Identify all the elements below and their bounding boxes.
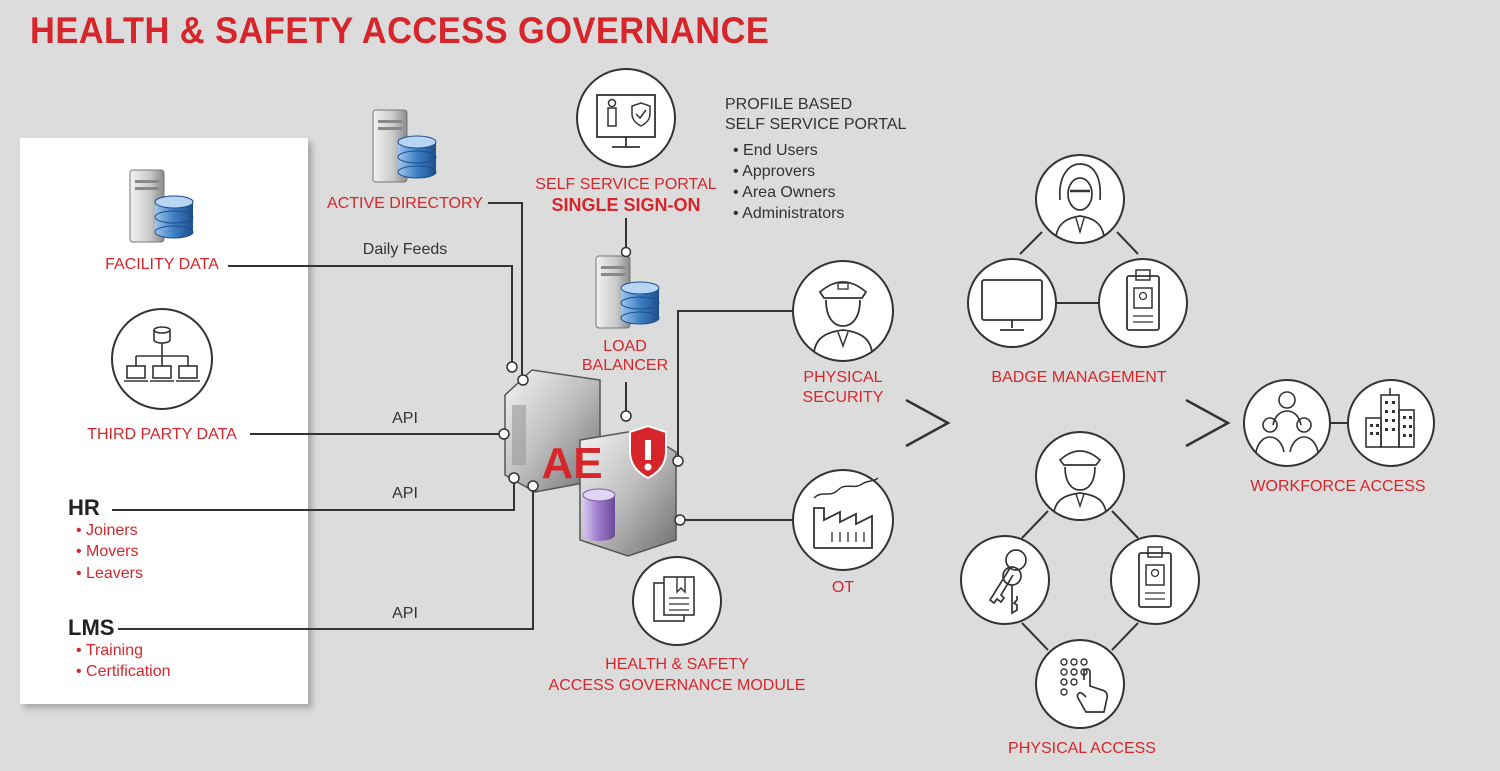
keypad-icon xyxy=(1035,639,1125,729)
lms-item-text: Training xyxy=(85,642,143,659)
lms-item: • Training xyxy=(76,642,143,659)
line-access-2 xyxy=(1111,510,1139,539)
line-access-4 xyxy=(1111,622,1139,651)
badge-management-label: BADGE MANAGEMENT xyxy=(991,369,1167,386)
active-directory-label: ACTIVE DIRECTORY xyxy=(327,195,483,212)
network-icon xyxy=(111,308,213,410)
load-balancer-label-2: BALANCER xyxy=(581,357,669,374)
line-core-security xyxy=(677,310,793,461)
id-badge-icon xyxy=(1110,535,1200,625)
security-guard-icon xyxy=(1035,431,1125,521)
ae-logo: AE xyxy=(541,439,602,488)
user-woman-icon xyxy=(1035,154,1125,244)
load-balancer-label-1: LOAD xyxy=(603,338,647,355)
connector-lines xyxy=(112,202,1349,651)
module-label-2: ACCESS GOVERNANCE MODULE xyxy=(548,677,806,694)
server-database-icon xyxy=(129,169,194,243)
api-label-lms: API xyxy=(392,605,418,622)
line-access-1 xyxy=(1021,510,1049,539)
lms-item-text: Certification xyxy=(86,663,171,680)
profile-portal-item: • Approvers xyxy=(733,163,816,180)
warning-shield-icon xyxy=(629,424,667,480)
buildings-icon xyxy=(1347,379,1435,467)
profile-portal-item-text: End Users xyxy=(743,142,818,159)
chevron-right-icon xyxy=(1185,398,1231,448)
connection-nodes xyxy=(498,361,686,526)
workforce-access-label: WORKFORCE ACCESS xyxy=(1250,478,1426,495)
page-title: HEALTH & SAFETY ACCESS GOVERNANCE xyxy=(30,10,770,51)
hr-item-text: Joiners xyxy=(86,522,138,539)
hr-item: • Leavers xyxy=(76,565,143,582)
portal-label: SELF SERVICE PORTAL xyxy=(535,176,717,193)
ae-logo-text: AE xyxy=(541,439,602,488)
line-badge-2 xyxy=(1116,231,1139,255)
profile-portal-title: PROFILE BASED xyxy=(725,96,853,113)
profile-portal-item: • Administrators xyxy=(733,205,845,222)
line-access-3 xyxy=(1021,622,1049,651)
line-lms xyxy=(118,486,534,630)
profile-portal-item: • Area Owners xyxy=(733,184,836,201)
monitor-icon xyxy=(967,258,1057,348)
line-badge-1 xyxy=(1019,231,1043,255)
server-database-icon xyxy=(372,109,437,183)
profile-portal-subtitle: SELF SERVICE PORTAL xyxy=(725,116,907,133)
line-facility xyxy=(228,265,513,367)
profile-portal-item-text: Administrators xyxy=(742,205,845,222)
line-hr xyxy=(112,478,515,511)
hr-item-text: Movers xyxy=(86,543,139,560)
hr-item: • Joiners xyxy=(76,522,138,539)
lms-item: • Certification xyxy=(76,663,171,680)
people-group-icon xyxy=(1243,379,1331,467)
chevron-arrows xyxy=(905,398,1231,448)
purple-database-icon xyxy=(582,488,616,541)
keys-icon xyxy=(960,535,1050,625)
factory-icon xyxy=(792,469,894,571)
module-label-1: HEALTH & SAFETY xyxy=(605,656,749,673)
profile-portal-item: • End Users xyxy=(733,142,818,159)
api-label-third-party: API xyxy=(392,410,418,427)
portal-monitor-icon xyxy=(576,68,676,168)
security-guard-icon xyxy=(792,260,894,362)
api-label-hr: API xyxy=(392,485,418,502)
profile-portal-item-text: Area Owners xyxy=(742,184,836,201)
daily-feeds-label: Daily Feeds xyxy=(362,241,448,258)
hr-item: • Movers xyxy=(76,543,139,560)
facility-data-label: FACILITY DATA xyxy=(105,256,219,273)
profile-portal-item-text: Approvers xyxy=(742,163,816,180)
core-server-icon: AE xyxy=(498,361,686,557)
load-balancer-server-icon xyxy=(595,255,660,329)
line-active-directory xyxy=(488,202,523,380)
physical-security-label-1: PHYSICAL xyxy=(803,369,883,386)
id-badge-icon xyxy=(1098,258,1188,348)
hr-item-text: Leavers xyxy=(86,565,143,582)
chevron-right-icon xyxy=(905,398,951,448)
documents-icon xyxy=(632,556,722,646)
sso-label: SINGLE SIGN-ON xyxy=(551,195,701,215)
third-party-data-label: THIRD PARTY DATA xyxy=(87,426,237,443)
physical-security-label-2: SECURITY xyxy=(802,389,884,406)
physical-access-label: PHYSICAL ACCESS xyxy=(1008,740,1156,757)
hr-heading: HR xyxy=(68,495,100,520)
lms-heading: LMS xyxy=(68,615,115,640)
ot-label: OT xyxy=(831,579,855,596)
